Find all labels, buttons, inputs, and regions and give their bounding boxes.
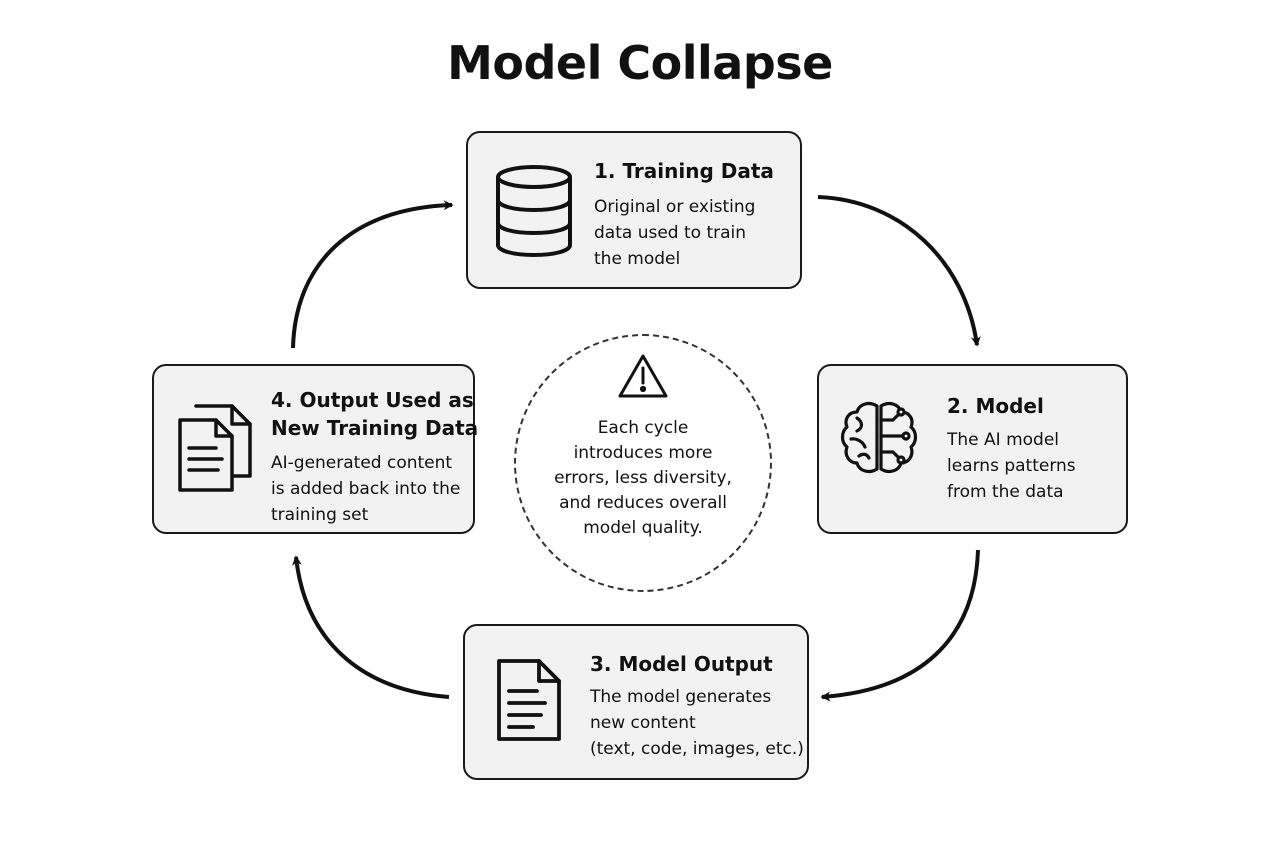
step-card-training-data: 1. Training Data Original or existing da… bbox=[466, 131, 802, 289]
warning-icon bbox=[618, 354, 668, 398]
step-description: AI-generated content is added back into … bbox=[271, 453, 461, 525]
arrow-model-to-output bbox=[820, 549, 980, 702]
brain-icon bbox=[840, 401, 918, 474]
step-title: 1. Training Data bbox=[594, 159, 774, 183]
database-icon bbox=[496, 165, 572, 257]
document-icon bbox=[497, 659, 561, 741]
step-description: The AI model learns patterns from the da… bbox=[947, 430, 1076, 502]
center-note-text: Each cycle introduces more errors, less … bbox=[554, 418, 732, 538]
arrow-feedback-to-data bbox=[291, 200, 454, 349]
step-card-model-output: 3. Model Output The model generates new … bbox=[463, 624, 809, 780]
step-title: 3. Model Output bbox=[590, 652, 773, 676]
documents-stack-icon bbox=[178, 404, 252, 492]
step-description: Original or existing data used to train … bbox=[594, 197, 756, 269]
step-card-output-as-training-data: 4. Output Used as New Training Data AI-g… bbox=[152, 364, 479, 534]
arrow-output-to-feedback bbox=[291, 555, 450, 699]
page-title: Model Collapse bbox=[447, 36, 833, 90]
step-description: The model generates new content (text, c… bbox=[590, 687, 804, 759]
step-title: 4. Output Used as New Training Data bbox=[271, 388, 479, 440]
step-card-model: 2. Model The AI model learns patterns fr… bbox=[817, 364, 1128, 534]
center-warning-note: Each cycle introduces more errors, less … bbox=[514, 334, 772, 592]
arrow-data-to-model bbox=[817, 195, 981, 347]
step-title: 2. Model bbox=[947, 394, 1044, 418]
